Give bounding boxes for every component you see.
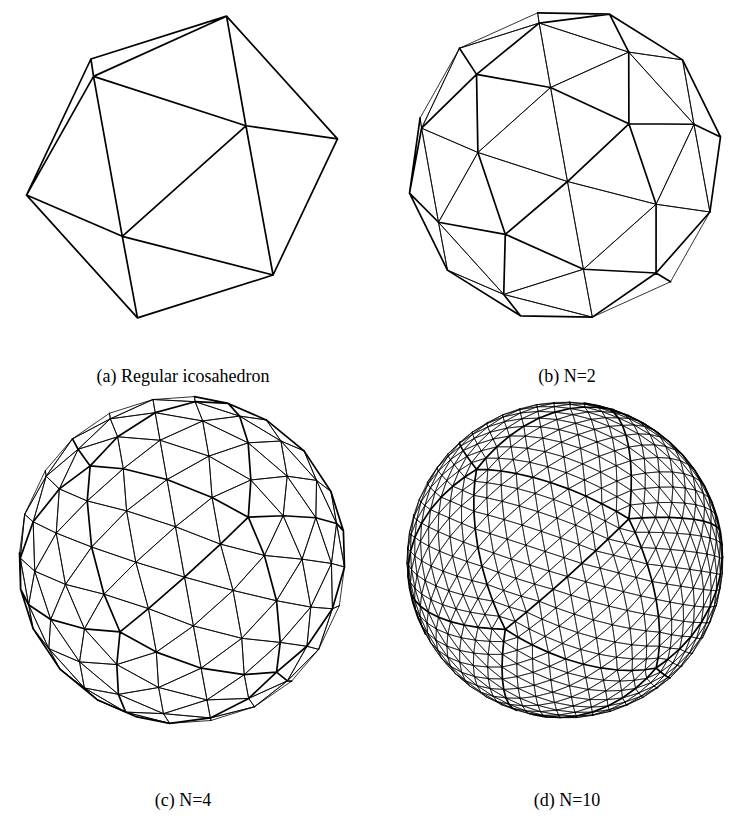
icosahedron-edges <box>410 13 721 317</box>
subdivision-edges <box>407 402 723 718</box>
subdivision-edges <box>20 397 345 724</box>
geodesic-sphere <box>27 16 338 318</box>
panel-caption: (a) Regular icosahedron <box>95 366 272 387</box>
panel-caption: (b) N=2 <box>536 366 598 387</box>
icosahedron-edges <box>27 16 338 318</box>
subdivision-edges <box>420 13 710 317</box>
icosahedron-edges <box>408 403 722 717</box>
geodesic-sphere <box>407 402 723 718</box>
icosahedron-edges <box>20 397 345 724</box>
geodesic-sphere <box>410 13 721 317</box>
panel-caption: (d) N=10 <box>532 790 603 811</box>
panel-caption: (c) N=4 <box>153 790 214 811</box>
geodesic-sphere <box>20 397 345 724</box>
